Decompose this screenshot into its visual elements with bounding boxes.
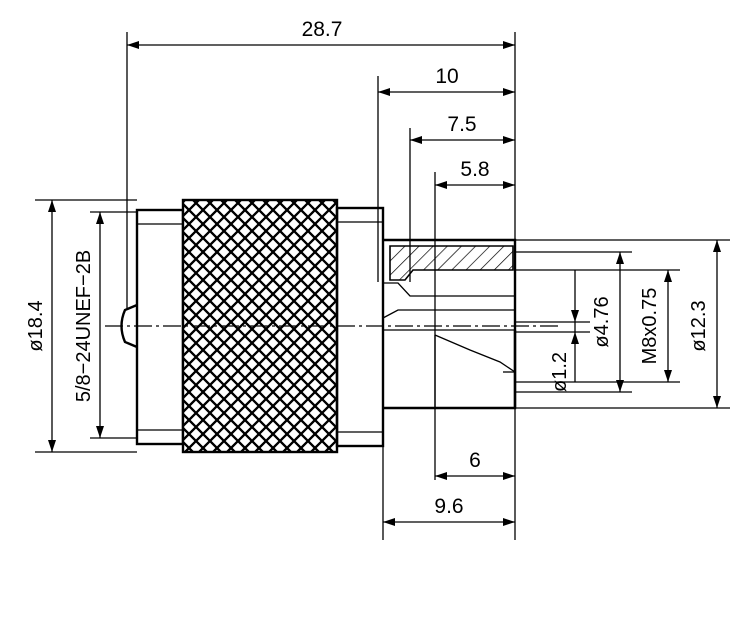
dimension-lines	[48, 41, 721, 526]
dim-length-7-5: 7.5	[447, 113, 476, 136]
dim-diameter-12-3: ø12.3	[688, 300, 710, 351]
dim-length-6: 6	[469, 449, 481, 472]
dim-length-5-8: 5.8	[460, 158, 489, 181]
dim-overall-length: 28.7	[302, 18, 343, 41]
dim-diameter-4-76: ø4.76	[591, 296, 613, 347]
dim-thread-5-8-24unef: 5/8−24UNEF−2B	[73, 250, 95, 402]
dim-diameter-18-4: ø18.4	[25, 300, 47, 351]
dim-diameter-1-2: ø1.2	[549, 352, 571, 392]
dim-length-10: 10	[435, 65, 458, 88]
dim-length-9-6: 9.6	[434, 495, 463, 518]
dim-thread-m8: M8x0.75	[639, 288, 661, 365]
